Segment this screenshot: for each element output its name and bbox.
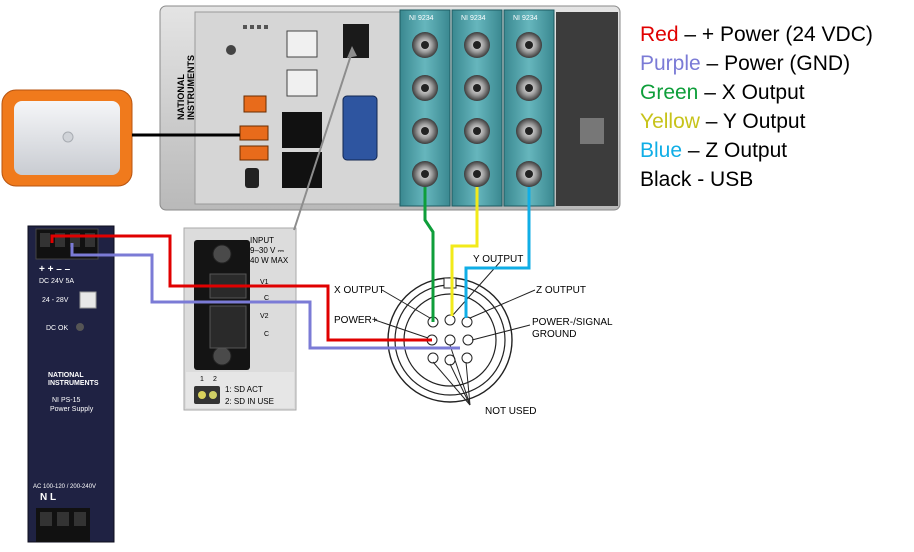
psu-model-sub: Power Supply — [50, 406, 94, 413]
usb-hard-drive — [1, 89, 133, 187]
wire-red-power — [50, 234, 232, 288]
legend-red-text: + Power (24 VDC) — [701, 23, 873, 46]
chassis-power-terminal — [343, 24, 369, 58]
sensor-connector-pinout — [374, 261, 536, 406]
psu-adj-label: 24 - 28V — [42, 297, 69, 304]
ni-9234-module-2: NI 9234 — [451, 9, 503, 207]
legend-black-text: USB — [710, 168, 754, 191]
legend-red-sep: – — [678, 23, 702, 46]
psu-ac-terms: N L — [40, 492, 56, 503]
mini-port — [245, 168, 259, 188]
chassis-brand-line1: NATIONAL — [176, 74, 186, 120]
module-2-label: NI 9234 — [461, 15, 486, 22]
zoom-indicator-line — [293, 51, 353, 231]
legend-blue-sep: – — [682, 139, 706, 162]
psu-dc-ok: DC OK — [46, 325, 69, 332]
legend-black-word: Black — [640, 168, 692, 191]
legend-purple-sep: – — [700, 52, 725, 75]
pin-z — [461, 316, 473, 328]
module-1-label: NI 9234 — [409, 15, 434, 22]
dc-ok-led — [76, 323, 84, 331]
cdaq-chassis: NATIONAL INSTRUMENTS — [159, 5, 621, 211]
legend-yellow-sep: – — [699, 110, 723, 133]
led-1-number: 1 — [200, 376, 204, 383]
psu-model: NI PS-15 — [52, 397, 81, 404]
legend-purple-text: Power (GND) — [724, 52, 851, 75]
legend-black: Black - USB — [640, 165, 873, 194]
pin-y — [444, 314, 456, 326]
wire-red-power-out — [232, 284, 432, 342]
connector-input-label: INPUT — [250, 236, 274, 245]
usb-a-port-1 — [239, 125, 269, 141]
usb-b-port — [243, 95, 267, 113]
label-z-output: Z OUTPUT — [536, 285, 586, 296]
label-x-output: X OUTPUT — [334, 285, 385, 296]
legend-black-sep: - — [691, 168, 711, 191]
legend-red: Red – + Power (24 VDC) — [640, 20, 873, 49]
legend-blue: Blue – Z Output — [640, 136, 873, 165]
chassis-brand-line2: INSTRUMENTS — [186, 55, 196, 120]
sd-leds — [194, 386, 220, 404]
label-not-used: NOT USED — [485, 406, 537, 417]
wire-color-legend: Red – + Power (24 VDC) Purple – Power (G… — [640, 20, 873, 194]
wire-yellow-y — [450, 187, 479, 316]
usb-a-port-2 — [239, 145, 269, 161]
power-input-connector: INPUT 9–30 V ⎓ 40 W MAX V1 C V2 C 1 2 1:… — [183, 227, 297, 411]
legend-yellow-text: Y Output — [722, 110, 806, 133]
legend-blue-text: Z Output — [705, 139, 788, 162]
module-3-label: NI 9234 — [513, 15, 538, 22]
wire-purple-gnd — [70, 243, 234, 304]
label-y-output: Y OUTPUT — [473, 254, 523, 265]
legend-blue-word: Blue — [640, 139, 683, 162]
psu-brand-line1: NATIONAL — [48, 372, 84, 379]
connector-voltage-range: 9–30 V ⎓ — [250, 246, 285, 255]
legend-green: Green – X Output — [640, 78, 873, 107]
legend-red-word: Red — [640, 23, 679, 46]
wire-purple-gnd-out — [234, 300, 460, 350]
wire-blue-z — [464, 187, 531, 318]
terminal-v2-label: V2 — [260, 313, 269, 320]
sd-card-slot — [342, 95, 378, 161]
wire-green-x — [423, 187, 435, 322]
connector-max-power: 40 W MAX — [250, 256, 289, 265]
ni-9234-module-3: NI 9234 — [503, 9, 555, 207]
led-2-number: 2 — [213, 376, 217, 383]
terminal-c1-label: C — [264, 295, 269, 302]
ni-9234-module-1: NI 9234 — [399, 9, 451, 207]
psu-brand-line2: INSTRUMENTS — [48, 380, 99, 387]
ni-ps-15-power-supply: + + – – DC 24V 5A 24 - 28V DC OK NATIONA… — [27, 225, 115, 543]
psu-ac-rating: AC 100-120 / 200-240V — [33, 484, 96, 490]
legend-purple-word: Purple — [640, 52, 701, 75]
legend-yellow-word: Yellow — [640, 110, 700, 133]
terminal-v1-label: V1 — [260, 279, 269, 286]
terminal-c2-label: C — [264, 331, 269, 338]
empty-slot — [556, 12, 618, 206]
legend-yellow: Yellow – Y Output — [640, 107, 873, 136]
pin-ground — [462, 334, 474, 346]
label-power-minus: POWER-/SIGNAL — [532, 317, 613, 328]
legend-green-text: X Output — [721, 81, 805, 104]
led-1-text: 1: SD ACT — [225, 385, 263, 394]
legend-green-word: Green — [640, 81, 699, 104]
voltage-adjust-knob — [79, 291, 97, 309]
status-leds — [226, 25, 268, 55]
legend-green-sep: – — [698, 81, 722, 104]
ethernet-ports — [282, 30, 322, 188]
led-2-text: 2: SD IN USE — [225, 397, 274, 406]
psu-rating: DC 24V 5A — [39, 278, 74, 285]
psu-terminal-signs: + + – – — [39, 264, 71, 275]
pin-center — [444, 334, 456, 346]
label-ground: GROUND — [532, 329, 576, 340]
legend-purple: Purple – Power (GND) — [640, 49, 873, 78]
label-power-plus: POWER+ — [334, 315, 378, 326]
